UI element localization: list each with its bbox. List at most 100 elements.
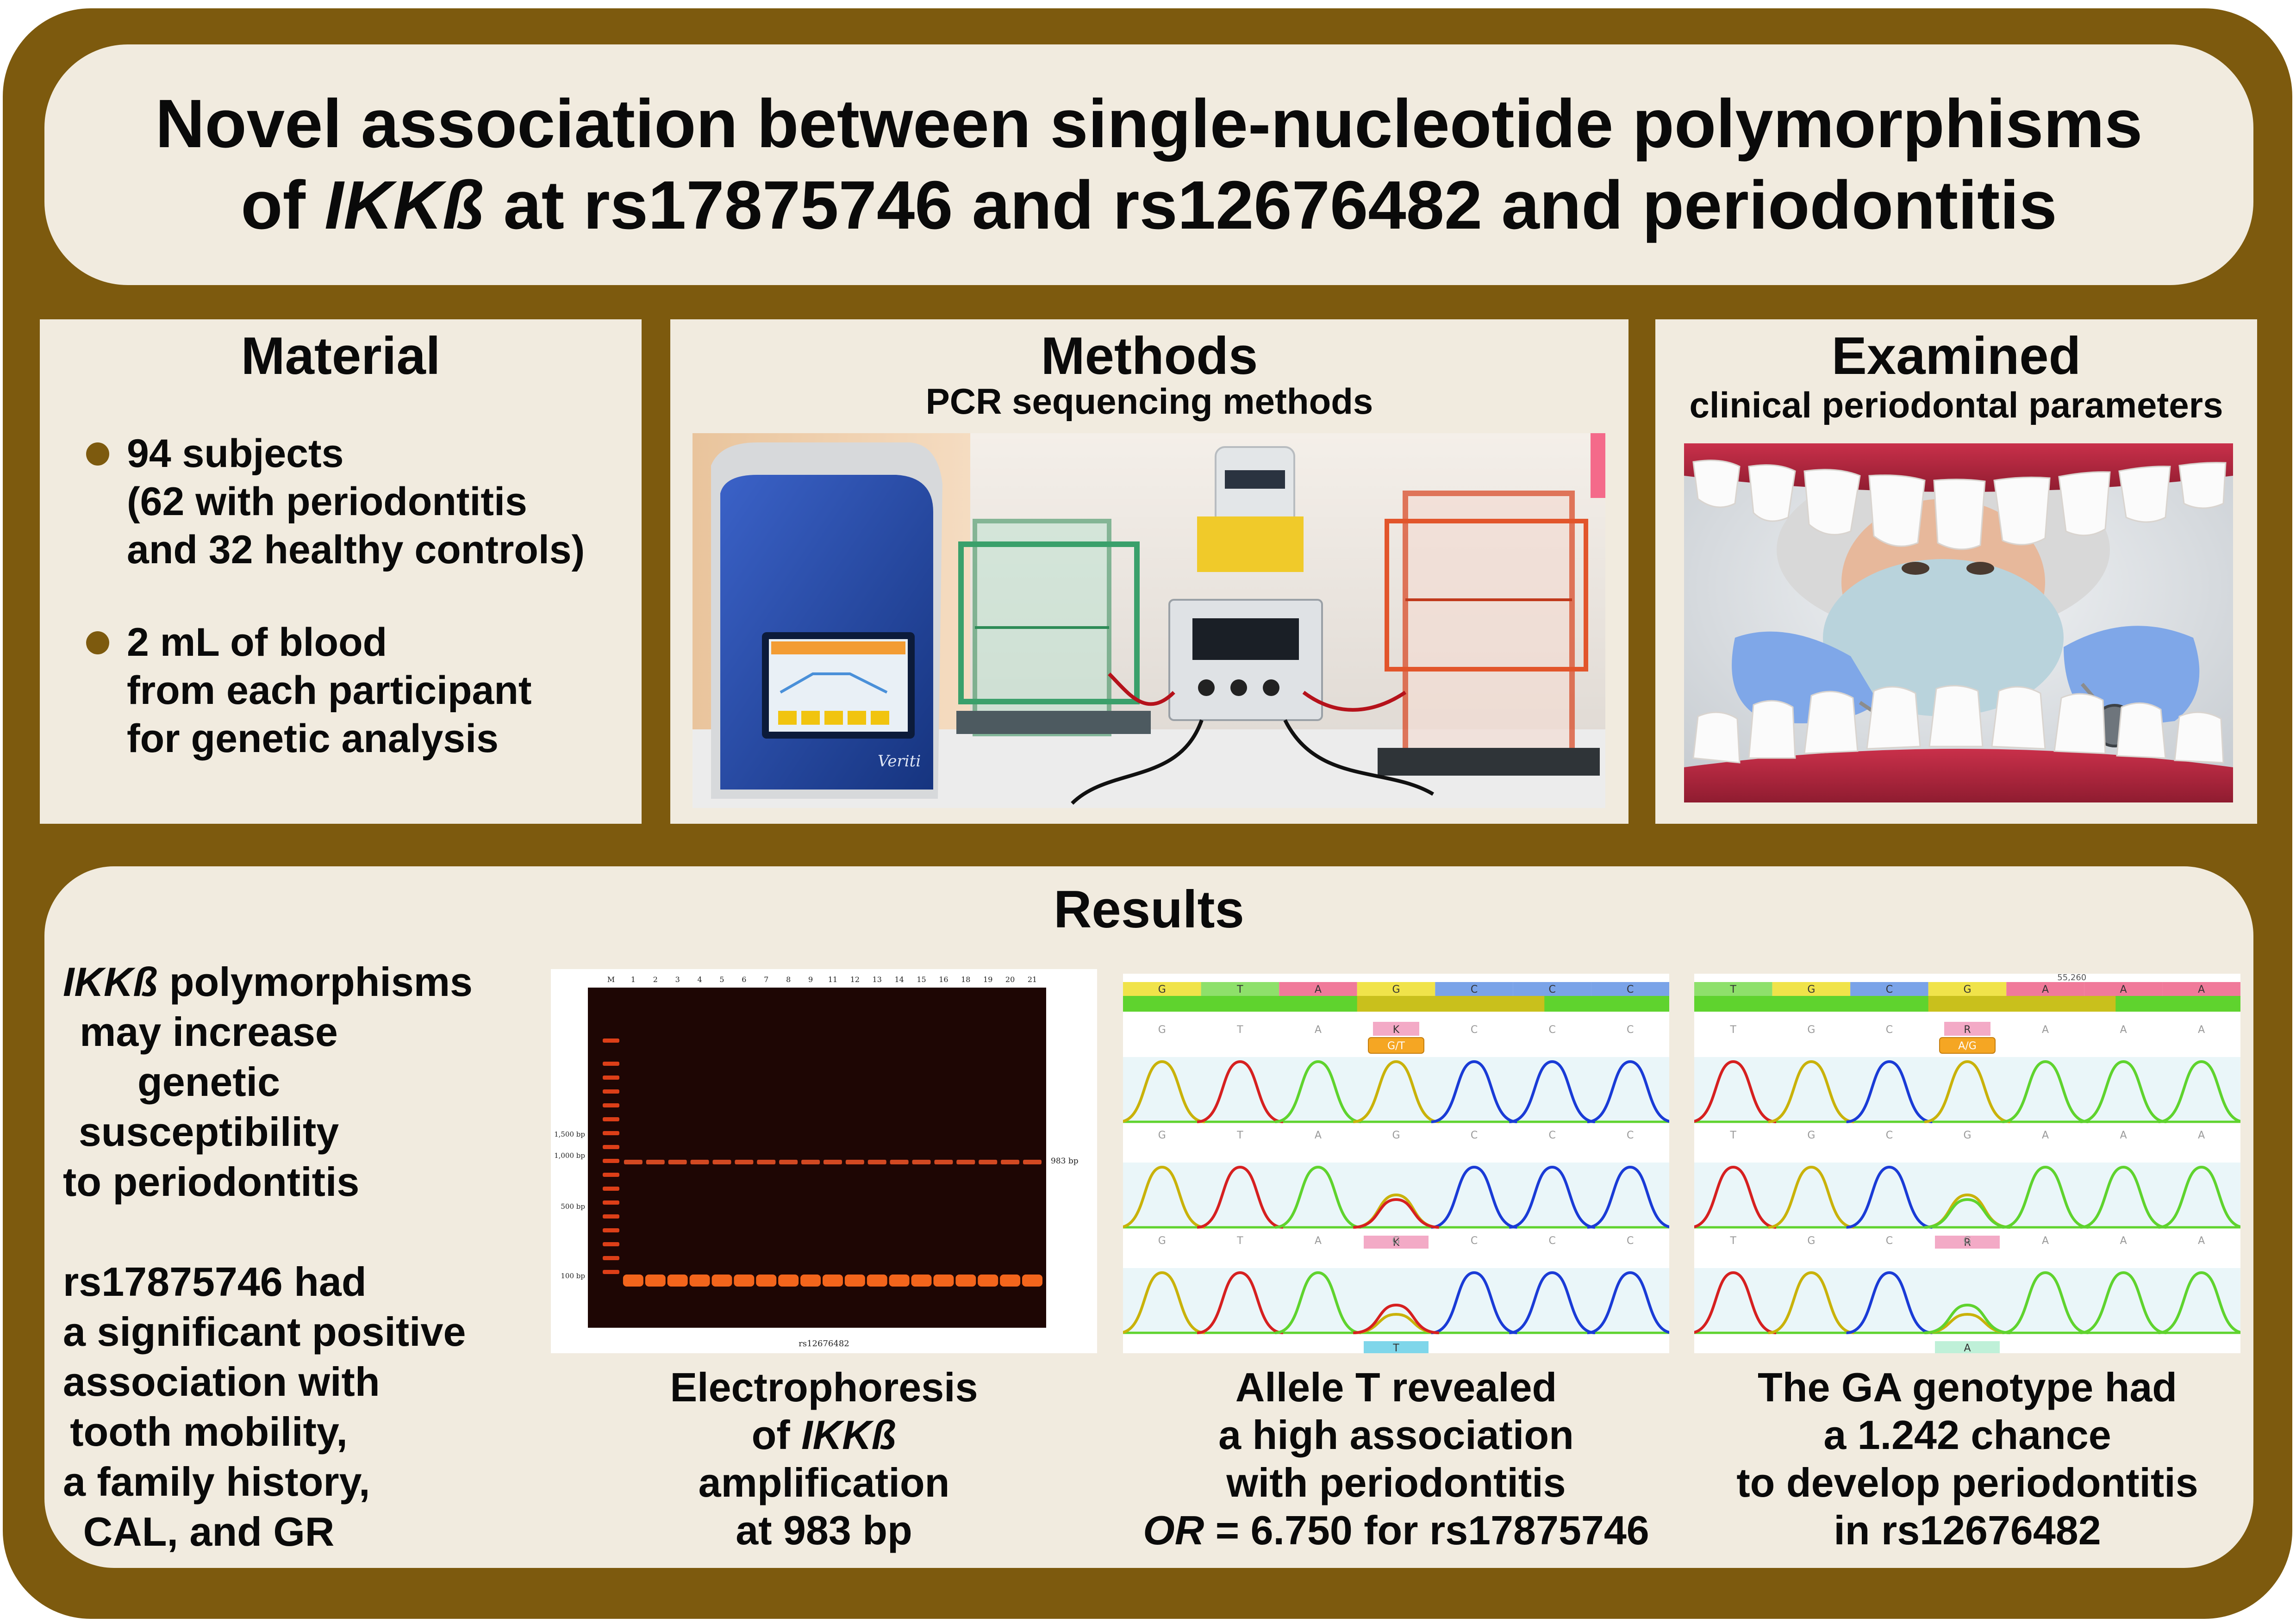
trace-peak xyxy=(1197,1165,1283,1229)
trace-peak xyxy=(1275,1060,1361,1123)
trace-peak xyxy=(1846,1271,1933,1334)
bullet-2-line-2: from each participant xyxy=(127,668,532,713)
called-base: G xyxy=(1392,1130,1400,1141)
trace-background xyxy=(1123,1268,1669,1333)
odds-ratio-value: = 6.750 for rs17875746 xyxy=(1204,1507,1649,1553)
dentist-photo xyxy=(1684,443,2233,802)
called-base: A xyxy=(2198,1024,2205,1036)
header-base: G xyxy=(1807,984,1815,995)
gel-lane-label: 12 xyxy=(850,975,860,984)
title-box: Novel association between single-nucleot… xyxy=(44,44,2253,285)
amplicon-band xyxy=(690,1160,709,1164)
genotype-badge xyxy=(1368,1037,1424,1054)
trace-peak-alt xyxy=(1353,1303,1439,1334)
bullet-1-line-3: and 32 healthy controls) xyxy=(127,528,585,572)
amplicon-band xyxy=(668,1160,687,1164)
gel-lane-label: 18 xyxy=(961,975,970,984)
ladder-band xyxy=(603,1062,619,1066)
het-call-box xyxy=(1935,1236,2000,1249)
odds-ratio-label: OR xyxy=(1143,1507,1204,1553)
lower-teeth xyxy=(1692,685,2224,764)
trace-peak xyxy=(2158,1165,2240,1229)
seq1-caption-line-2: a high association xyxy=(1218,1412,1574,1458)
called-base: C xyxy=(1886,1130,1893,1141)
called-base: C xyxy=(1548,1130,1555,1141)
gel-lane-label: 13 xyxy=(873,975,882,984)
primer-band xyxy=(933,1275,954,1287)
methods-subheading: PCR sequencing methods xyxy=(925,381,1373,422)
called-base: A xyxy=(2198,1130,2205,1141)
called-base: T xyxy=(1236,1235,1243,1247)
trace-peak xyxy=(1694,1060,1777,1123)
trace-peak xyxy=(2002,1060,2089,1123)
ladder-band xyxy=(603,1103,619,1107)
ladder-band xyxy=(603,1089,619,1094)
header-base-cell xyxy=(1850,982,1928,996)
iupac-call: K xyxy=(1393,1024,1400,1036)
trace-peak xyxy=(1587,1060,1669,1123)
summary-line-1: IKKß polymorphisms xyxy=(63,957,473,1007)
gel-lane-label: 20 xyxy=(1005,975,1015,984)
ladder-label: 500 bp xyxy=(561,1202,585,1211)
called-base: G xyxy=(1158,1130,1166,1141)
trace-peak xyxy=(1587,1271,1669,1334)
header-base-cell xyxy=(1123,982,1201,996)
called-base: A xyxy=(2120,1130,2127,1141)
amplicon-band xyxy=(845,1160,864,1164)
gel-lane-label: 7 xyxy=(764,975,768,984)
upper-teeth xyxy=(1692,460,2227,550)
primer-band xyxy=(800,1275,821,1287)
gel-lane-label: 1 xyxy=(631,975,636,984)
called-base: C xyxy=(1627,1130,1634,1141)
pcr-device-label: Veriti xyxy=(878,752,921,771)
trace-peak xyxy=(1587,1165,1669,1229)
genotype-badge-text: A/G xyxy=(1958,1040,1977,1052)
summary-line-4: susceptibility xyxy=(78,1109,339,1155)
trace-peak xyxy=(2158,1271,2240,1334)
gel-lane-label: 6 xyxy=(742,975,746,984)
power-supplies xyxy=(1168,446,1323,721)
header-base-cell xyxy=(1928,982,2007,996)
het-call-box xyxy=(1364,1236,1429,1249)
ladder-band xyxy=(603,1145,619,1149)
primer-band xyxy=(778,1275,799,1287)
header-base: A xyxy=(2198,984,2205,995)
trace-peak xyxy=(1846,1060,1933,1123)
trace-peak-alt xyxy=(1924,1303,2010,1334)
gel-caption-line-4: at 983 bp xyxy=(736,1507,912,1553)
summary-line-1-rest: polymorphisms xyxy=(158,959,473,1005)
called-base: A xyxy=(2042,1024,2049,1036)
pcr-machine: Veriti xyxy=(711,442,942,799)
results-panel: Results IKKß polymorphisms may increase … xyxy=(44,866,2253,1568)
examined-subheading: clinical periodontal parameters xyxy=(1689,385,2223,425)
gel-caption: Electrophoresis of IKKß amplification at… xyxy=(551,1363,1097,1554)
ladder-band xyxy=(603,1131,619,1135)
gel-caption-line-3: amplification xyxy=(698,1460,950,1505)
trace-peak xyxy=(1431,1271,1517,1334)
header-base: A xyxy=(2042,984,2049,995)
primer-band xyxy=(645,1275,666,1287)
examined-heading: Examined xyxy=(1831,327,2081,386)
ladder-label: 1,000 bp xyxy=(554,1151,585,1160)
called-base: C xyxy=(1886,1235,1893,1247)
seq2-caption-line-1: The GA genotype had xyxy=(1757,1364,2177,1410)
called-base: C xyxy=(1627,1235,1634,1247)
trace-peak xyxy=(2080,1271,2167,1334)
header-base: C xyxy=(1886,984,1893,995)
primer-band xyxy=(711,1275,732,1287)
seq2-caption-line-4: in rs12676482 xyxy=(1834,1507,2101,1553)
seq2-caption-line-3: to develop periodontitis xyxy=(1736,1460,2198,1505)
called-base: T xyxy=(1730,1130,1737,1141)
ladder-band xyxy=(603,1256,619,1260)
iupac-call-box xyxy=(1944,1022,1990,1036)
trace-peak-alt xyxy=(1353,1198,1439,1229)
called-base: C xyxy=(1886,1024,1893,1036)
genotype-badge-text: G/T xyxy=(1387,1040,1405,1052)
ladder-band xyxy=(603,1117,619,1121)
amplicon-band xyxy=(823,1160,842,1164)
header-base: C xyxy=(1548,984,1555,995)
gel-lane-label: 9 xyxy=(808,975,813,984)
called-base: T xyxy=(1730,1235,1737,1247)
seq1-caption-line-1: Allele T revealed xyxy=(1235,1364,1557,1410)
